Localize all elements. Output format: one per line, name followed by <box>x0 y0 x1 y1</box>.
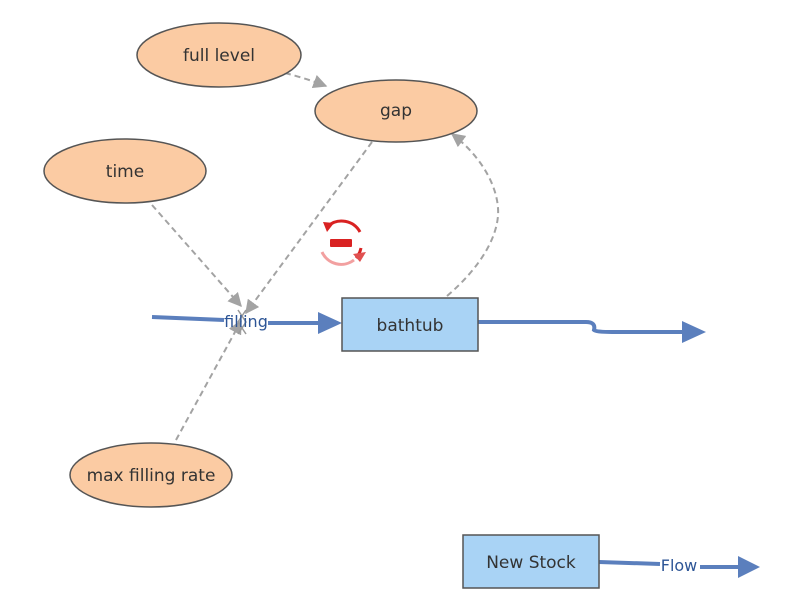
flow-new-stock[interactable]: Flow <box>598 556 760 578</box>
flow-label: Flow <box>661 556 698 575</box>
max-filling-rate-label: max filling rate <box>87 466 216 486</box>
gap-label: gap <box>380 101 412 121</box>
new-stock-label: New Stock <box>486 553 576 573</box>
link-full-level-to-gap <box>284 72 328 89</box>
variable-time[interactable]: time <box>43 138 207 204</box>
flow-filling[interactable]: filling <box>151 309 342 335</box>
link-time-to-filling <box>151 204 242 308</box>
negative-loop-icon[interactable] <box>320 219 366 266</box>
stock-new-stock[interactable]: New Stock <box>462 534 600 589</box>
filling-label: filling <box>224 312 268 331</box>
stock-bathtub[interactable]: bathtub <box>341 297 479 352</box>
variable-max-filling-rate[interactable]: max filling rate <box>69 442 233 508</box>
link-max-filling-rate-to-filling <box>175 319 242 441</box>
flow-valve-icon <box>237 309 247 335</box>
bathtub-label: bathtub <box>377 316 444 336</box>
link-bathtub-to-gap <box>446 133 500 297</box>
time-label: time <box>106 162 144 182</box>
link-gap-to-filling <box>245 141 373 315</box>
variable-gap[interactable]: gap <box>314 79 478 143</box>
variable-full-level[interactable]: full level <box>136 22 302 88</box>
full-level-label: full level <box>183 46 255 66</box>
outflow-bathtub[interactable] <box>478 320 706 343</box>
